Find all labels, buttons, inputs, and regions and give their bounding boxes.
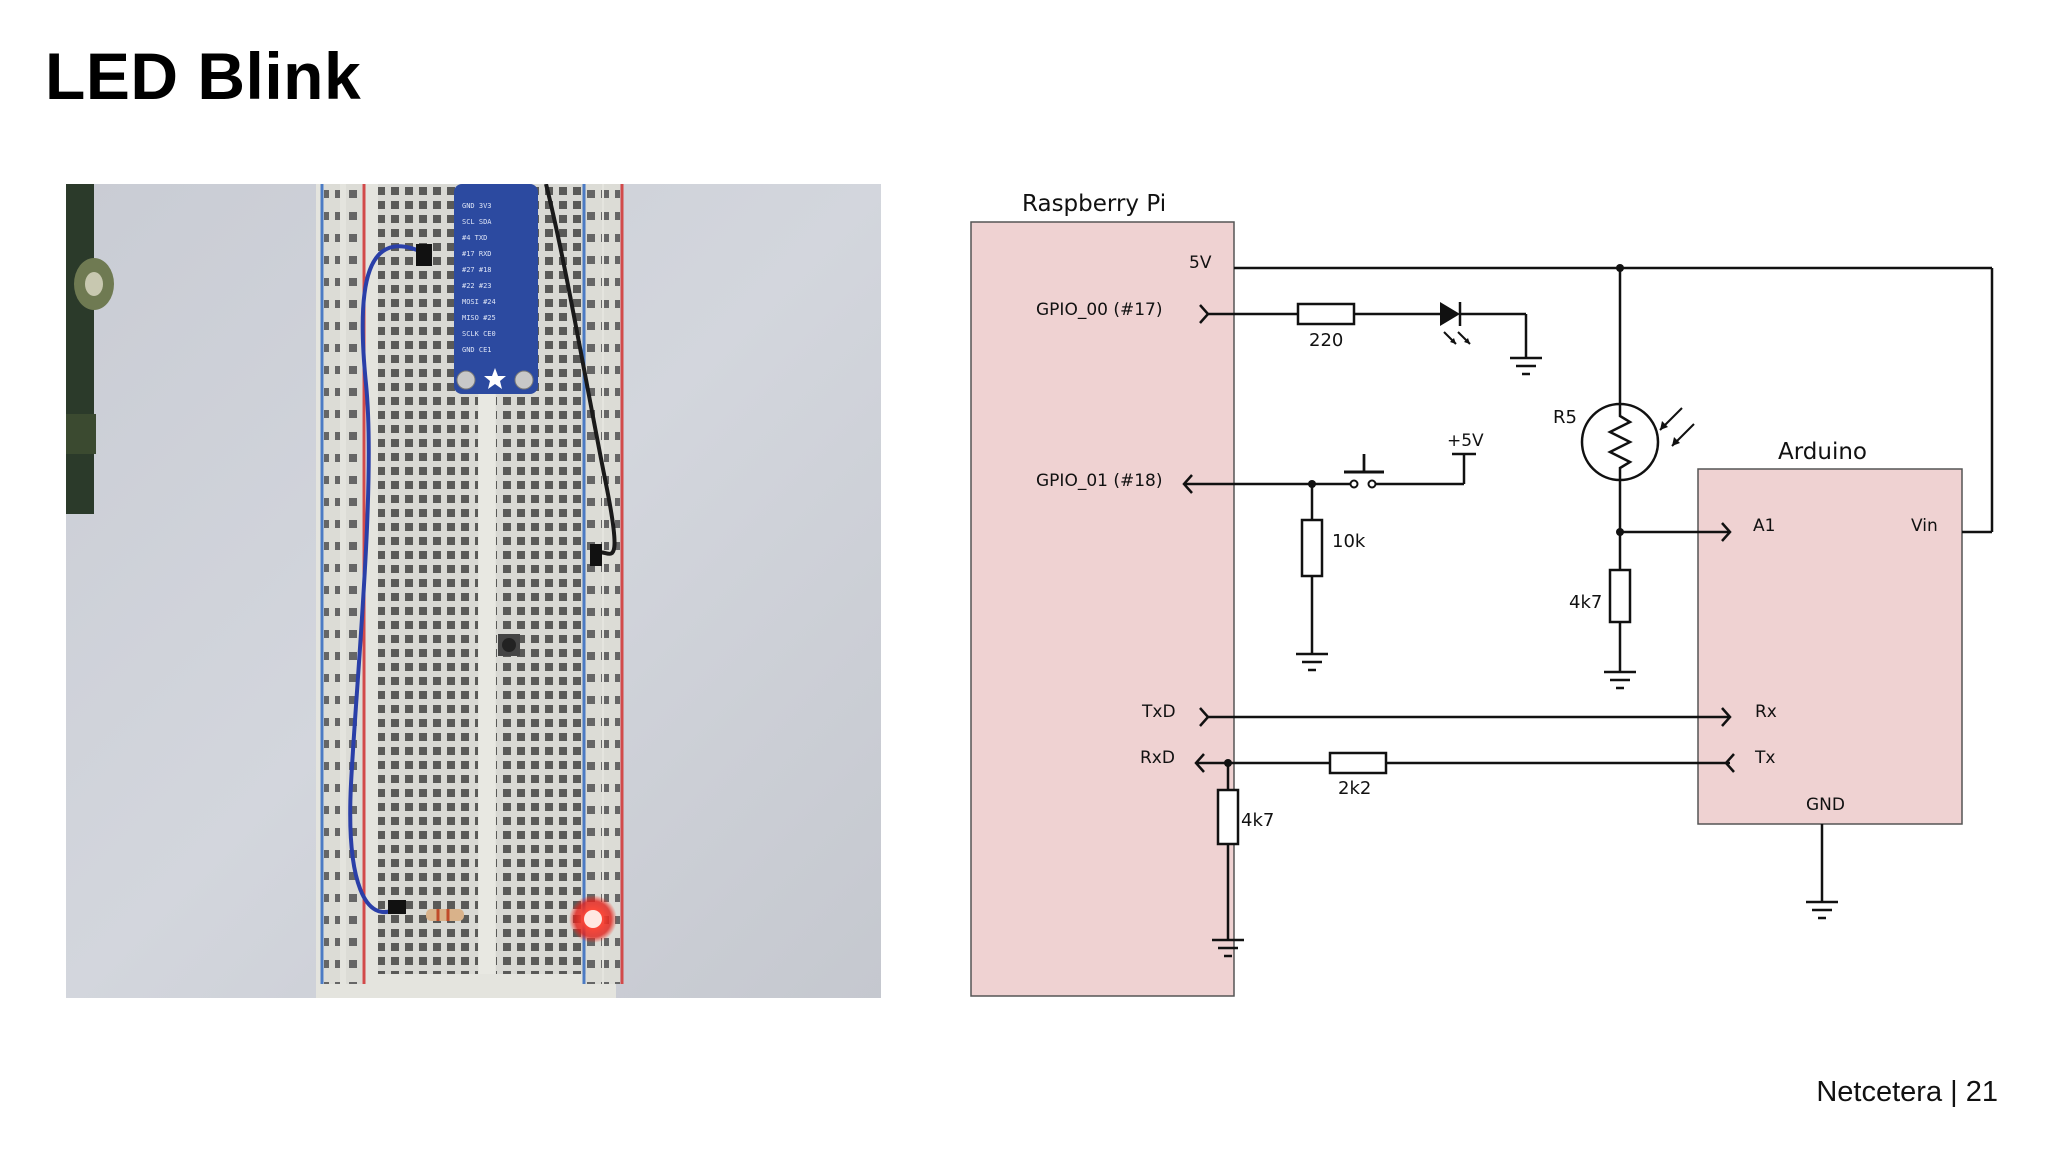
pin-gnd-label: GND (1806, 795, 1845, 815)
pin-txd-label: TxD (1141, 702, 1176, 722)
svg-text:#17 RXD: #17 RXD (462, 250, 492, 258)
resistor-4k7-ldr-label: 4k7 (1569, 592, 1602, 613)
ldr-symbol (1580, 402, 1695, 482)
svg-text:#22 #23: #22 #23 (462, 282, 492, 290)
pin-vin-label: Vin (1911, 516, 1938, 536)
supply-5v-label: +5V (1447, 431, 1484, 451)
push-button-symbol (1344, 454, 1384, 474)
raspberry-pi-block (970, 221, 1235, 997)
svg-text:MOSI #24: MOSI #24 (462, 298, 496, 306)
svg-text:GND 3V3: GND 3V3 (462, 202, 492, 210)
led-symbol (1440, 302, 1471, 345)
resistor-10k (1300, 518, 1324, 578)
pin-rx-label: Rx (1755, 702, 1777, 722)
slide-title: LED Blink (45, 39, 362, 113)
breadboard-photo: GND 3V3 SCL SDA #4 TXD #17 RXD #27 #18 #… (66, 184, 881, 998)
svg-text:MISO #25: MISO #25 (462, 314, 496, 322)
pin-tx-label: Tx (1754, 748, 1775, 768)
resistor-10k-label: 10k (1332, 531, 1366, 552)
arduino-block (1697, 468, 1963, 825)
resistor-2k2-label: 2k2 (1338, 778, 1371, 799)
resistor-4k7-ldr (1608, 568, 1632, 624)
svg-text:#27 #18: #27 #18 (462, 266, 492, 274)
slide-footer: Netcetera | 21 (1816, 1076, 1998, 1108)
pin-gpio01-label: GPIO_01 (#18) (1036, 471, 1163, 491)
circuit-schematic: Raspberry Pi Arduino 5V GPIO_00 (#17) GP… (970, 191, 1994, 997)
resistor-4k7-divider (1216, 788, 1240, 846)
ldr-label: R5 (1553, 407, 1577, 428)
pin-gpio00-label: GPIO_00 (#17) (1036, 300, 1163, 320)
resistor-2k2 (1328, 751, 1388, 775)
pin-rxd-label: RxD (1140, 748, 1175, 768)
svg-text:#4 TXD: #4 TXD (462, 234, 487, 242)
pin-5v-label: 5V (1189, 253, 1212, 273)
arduino-label: Arduino (1778, 439, 1867, 465)
resistor-220-label: 220 (1309, 330, 1343, 351)
resistor-220 (1296, 302, 1356, 326)
raspberry-pi-label: Raspberry Pi (1022, 191, 1166, 217)
svg-text:GND CE1: GND CE1 (462, 346, 492, 354)
pin-a1-label: A1 (1753, 516, 1775, 536)
svg-text:SCL SDA: SCL SDA (462, 218, 492, 226)
svg-text:SCLK CE0: SCLK CE0 (462, 330, 496, 338)
resistor-4k7-divider-label: 4k7 (1241, 810, 1274, 831)
